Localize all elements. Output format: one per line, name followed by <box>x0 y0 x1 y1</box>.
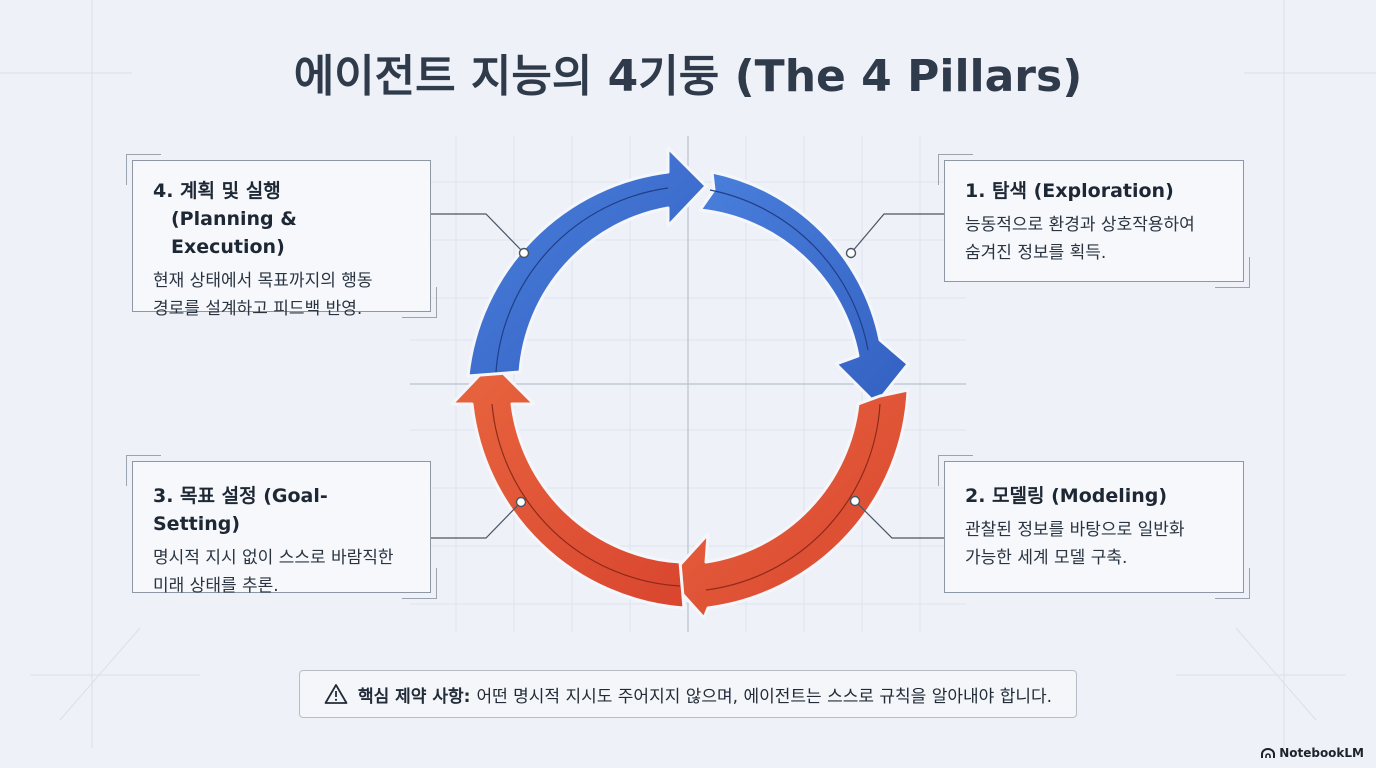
arrow-goal-setting <box>450 360 686 610</box>
arrow-exploration <box>698 170 910 406</box>
connector-dot <box>518 247 530 259</box>
pillar-description-line: 관찰된 정보를 바탕으로 일반화 <box>965 520 1185 540</box>
pillar-card-planning: 4. 계획 및 실행 (Planning & Execution) 현재 상태에… <box>126 154 437 319</box>
pillar-description: 현재 상태에서 목표까지의 행동 경로를 설계하고 피드백 반영. <box>153 267 410 323</box>
pillar-card-modeling: 2. 모델링 (Modeling) 관찰된 정보를 바탕으로 일반화 가능한 세… <box>938 455 1250 599</box>
connector-dot <box>515 496 527 508</box>
pillar-description: 능동적으로 환경과 상호작용하여 숨겨진 정보를 획득. <box>965 211 1223 267</box>
pillar-subtitle: (Planning & Execution) <box>171 208 297 258</box>
arrow-planning <box>466 146 708 378</box>
pillar-description-line: 미래 상태를 추론. <box>153 576 279 596</box>
pillar-description-line: 능동적으로 환경과 상호작용하여 <box>965 215 1195 235</box>
pillar-description-line: 명시적 지시 없이 스스로 바람직한 <box>153 548 394 568</box>
pillar-description-line: 현재 상태에서 목표까지의 행동 <box>153 271 373 291</box>
pillar-title: 3. 목표 설정 (Goal-Setting) <box>153 485 328 535</box>
notebooklm-brand: NotebookLM <box>1261 746 1364 760</box>
warning-icon <box>324 683 348 705</box>
arrow-modeling <box>666 388 910 620</box>
constraint-text: 어떤 명시적 지시도 주어지지 않으며, 에이전트는 스스로 규칙을 알아내야 … <box>476 686 1053 707</box>
connector-dot <box>849 495 861 507</box>
constraint-note: 핵심 제약 사항: 어떤 명시적 지시도 주어지지 않으며, 에이전트는 스스로… <box>299 670 1077 718</box>
brand-label: NotebookLM <box>1279 746 1364 760</box>
connector-dot <box>845 247 857 259</box>
notebooklm-logo-icon <box>1261 747 1276 758</box>
constraint-label: 핵심 제약 사항: <box>357 686 471 707</box>
page-title: 에이전트 지능의 4기둥 (The 4 Pillars) <box>293 51 1083 102</box>
pillar-title: 1. 탐색 (Exploration) <box>965 180 1174 202</box>
pillar-description: 관찰된 정보를 바탕으로 일반화 가능한 세계 모델 구축. <box>965 516 1223 572</box>
pillar-description-line: 가능한 세계 모델 구축. <box>965 548 1128 568</box>
pillar-card-goal-setting: 3. 목표 설정 (Goal-Setting) 명시적 지시 없이 스스로 바람… <box>126 455 437 599</box>
pillar-description: 명시적 지시 없이 스스로 바람직한 미래 상태를 추론. <box>153 544 410 600</box>
pillar-title: 2. 모델링 (Modeling) <box>965 485 1168 507</box>
pillar-description-line: 숨겨진 정보를 획득. <box>965 243 1107 263</box>
pillar-description-line: 경로를 설계하고 피드백 반영. <box>153 299 363 319</box>
pillar-card-exploration: 1. 탐색 (Exploration) 능동적으로 환경과 상호작용하여 숨겨진… <box>938 154 1250 288</box>
pillar-title: 4. 계획 및 실행 <box>153 180 281 202</box>
